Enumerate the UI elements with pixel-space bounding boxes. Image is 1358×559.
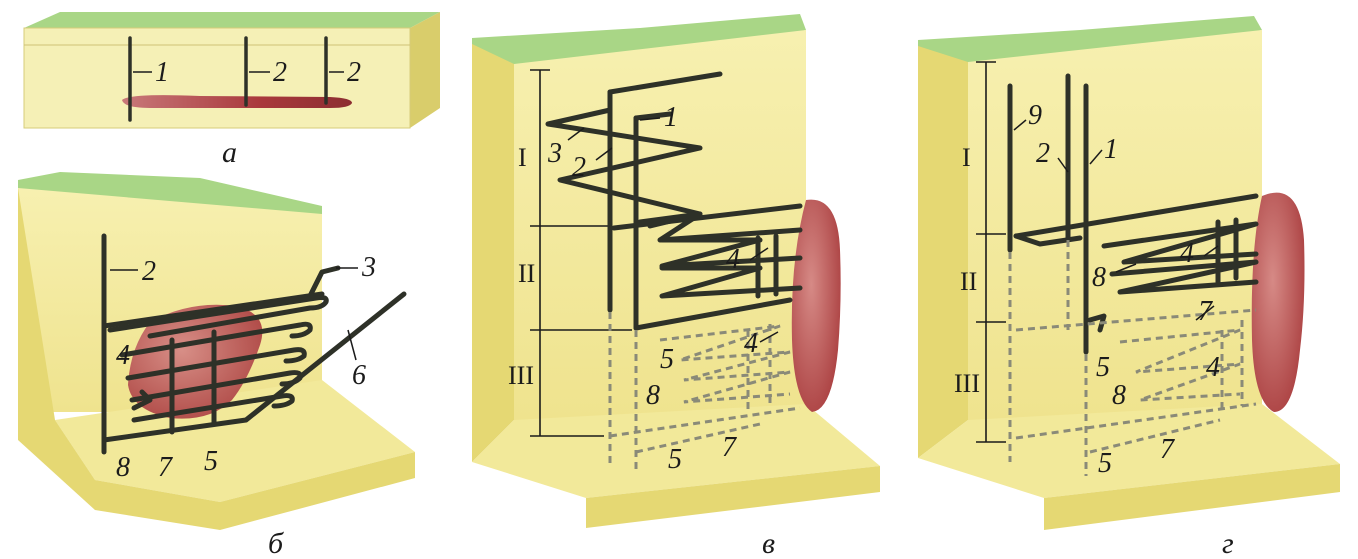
label-c-4b: 4 xyxy=(744,328,758,359)
zone-d-1: I xyxy=(962,143,971,172)
zone-d-3: III xyxy=(954,369,980,398)
zone-d-2: II xyxy=(960,267,977,296)
label-d-7a: 7 xyxy=(1198,296,1213,327)
label-d-4b: 4 xyxy=(1206,352,1220,383)
ground-b-floor-side xyxy=(95,452,415,530)
label-c-2: 2 xyxy=(572,152,586,183)
ground-d-wall xyxy=(968,30,1262,420)
panel-a: 1 2 2 а xyxy=(23,12,440,169)
ground-d-grass xyxy=(918,16,1262,64)
label-d-8a: 8 xyxy=(1092,262,1106,293)
label-d-5a: 5 xyxy=(1096,352,1110,383)
panel-b: 2 3 4 6 8 7 5 б xyxy=(18,172,415,559)
zone-c-1: I xyxy=(518,143,527,172)
label-d-7b: 7 xyxy=(1160,434,1175,465)
label-c-3: 3 xyxy=(547,138,562,169)
label-b-6: 6 xyxy=(352,360,366,391)
label-d-8b: 8 xyxy=(1112,380,1126,411)
ground-b-floor xyxy=(55,380,415,502)
block-top xyxy=(24,12,440,28)
ground-d-floor-side xyxy=(1044,464,1340,530)
caption-a: а xyxy=(222,136,237,169)
label-b-5: 5 xyxy=(204,446,218,477)
ground-c-left xyxy=(472,44,514,462)
ground-c-floor xyxy=(472,404,880,498)
orebody-d xyxy=(1251,192,1305,412)
panel-c: 1 3 2 4 5 4 8 5 7 I II III в xyxy=(472,14,880,559)
panel-d: 9 2 1 4 8 7 5 4 8 5 7 I II III г xyxy=(918,16,1340,559)
ground-c-grass xyxy=(472,14,806,66)
label-d-5b: 5 xyxy=(1098,448,1112,479)
label-d-2: 2 xyxy=(1036,138,1050,169)
label-d-4a: 4 xyxy=(1180,238,1194,269)
ground-d-floor xyxy=(918,404,1340,498)
caption-b: б xyxy=(268,527,284,559)
zone-c-2: II xyxy=(518,259,535,288)
label-a-3: 2 xyxy=(347,57,361,88)
caption-c: в xyxy=(762,527,775,559)
block-side xyxy=(410,12,440,128)
zone-c-3: III xyxy=(508,361,534,390)
label-d-1: 1 xyxy=(1104,134,1118,165)
label-c-5b: 5 xyxy=(668,444,682,475)
label-c-1: 1 xyxy=(664,102,678,133)
label-c-4a: 4 xyxy=(726,244,740,275)
ground-d-left xyxy=(918,46,968,458)
label-c-7: 7 xyxy=(722,432,737,463)
label-a-2: 2 xyxy=(273,57,287,88)
label-b-3: 3 xyxy=(361,252,376,283)
orebody-c xyxy=(791,199,841,412)
caption-d: г xyxy=(1222,527,1234,559)
ground-b-grass xyxy=(18,172,322,216)
ground-c-floor-side xyxy=(586,466,880,528)
orebody-a xyxy=(122,95,352,108)
label-b-4: 4 xyxy=(116,340,130,371)
ground-b-wall-side xyxy=(18,188,95,510)
label-b-8: 8 xyxy=(116,452,130,483)
label-d-9: 9 xyxy=(1028,100,1042,131)
label-c-8: 8 xyxy=(646,380,660,411)
label-a-1: 1 xyxy=(155,57,169,88)
label-b-7: 7 xyxy=(158,452,173,483)
label-c-5a: 5 xyxy=(660,344,674,375)
label-b-2: 2 xyxy=(142,256,156,287)
